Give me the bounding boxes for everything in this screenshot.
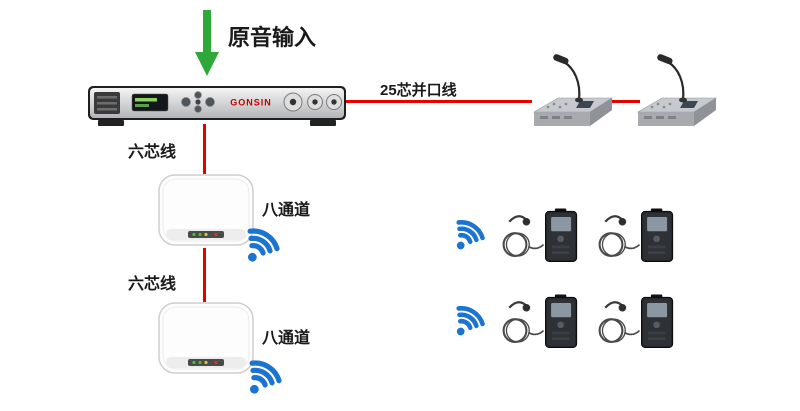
brand-text: GONSIN: [230, 98, 272, 108]
parallel-cable-line: [344, 100, 532, 103]
audio-input-label: 原音输入: [228, 25, 317, 50]
receiver-screen: [647, 217, 668, 232]
console-screen: [680, 101, 698, 108]
wireless-transceiver-2: [158, 302, 254, 374]
gooseneck-mic-icon: [667, 61, 685, 101]
bodypack-receiver-1: [502, 208, 578, 263]
conference-console-2: [636, 54, 718, 126]
lcd-display: [131, 93, 169, 112]
receiver-screen: [551, 303, 572, 318]
gooseneck-mic-icon: [563, 61, 581, 101]
eight-channel-label-bottom: 八通道: [262, 330, 311, 347]
bodypack-receiver-2: [598, 208, 674, 263]
parallel-cable-label: 25芯并口线: [380, 82, 457, 99]
parallel-cable-line-segment: [612, 100, 640, 103]
console-screen: [576, 101, 594, 108]
bodypack-receiver-3: [502, 294, 578, 349]
volume-knobs: [283, 92, 342, 112]
wifi-signal-icon: [456, 306, 485, 336]
audio-input-arrow-icon: [195, 10, 219, 76]
wireless-transceiver-1: [158, 174, 254, 246]
central-control-unit: GONSIN: [88, 86, 346, 126]
six-core-cable-label-bottom: 六芯线: [128, 276, 177, 293]
wifi-signal-icon: [247, 228, 280, 262]
eight-channel-label-top: 八通道: [262, 202, 311, 219]
conference-console-1: [532, 54, 614, 126]
six-core-cable-line-bottom: [203, 248, 206, 302]
wifi-signal-icon: [456, 220, 485, 250]
six-core-cable-line-top: [203, 124, 206, 174]
nav-buttons: [181, 91, 215, 113]
six-core-cable-label-top: 六芯线: [128, 144, 177, 161]
receiver-screen: [647, 303, 668, 318]
wifi-signal-icon: [249, 360, 282, 394]
bodypack-receiver-4: [598, 294, 674, 349]
receiver-screen: [551, 217, 572, 232]
